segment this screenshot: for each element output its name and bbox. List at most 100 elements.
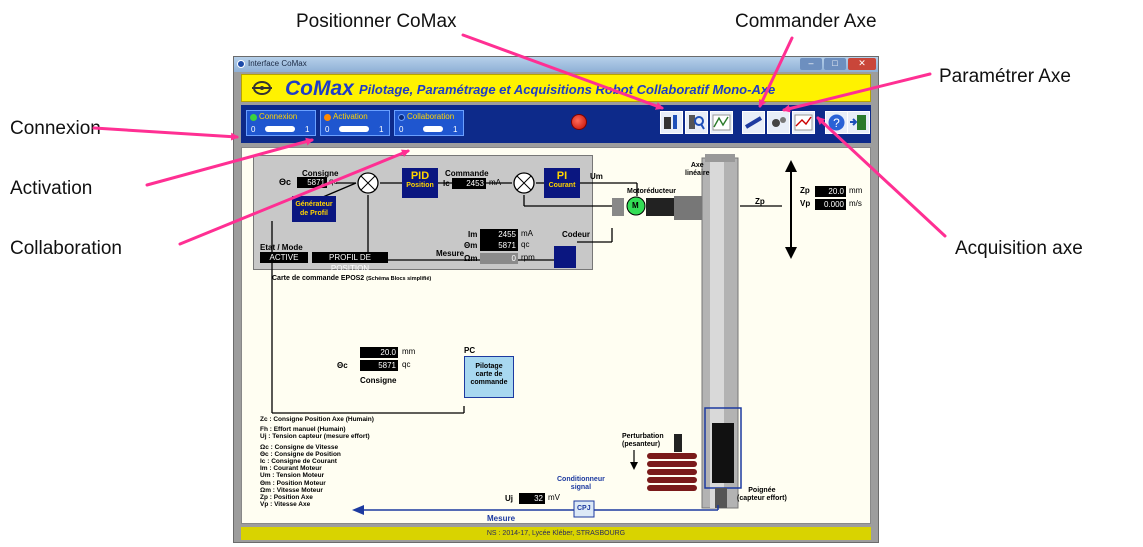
poignee-line1: Poignée — [748, 487, 776, 494]
pc-theta-unit: qc — [402, 360, 411, 369]
legend-item: Fh : Effort manuel (Humain) — [260, 426, 346, 434]
ic-value: 2453 — [452, 178, 486, 189]
pc-block-line1: Pilotage — [475, 363, 503, 370]
omega-m-label: Ωm — [464, 254, 478, 263]
perturbation-line1: Perturbation — [622, 433, 664, 440]
legend-item: Vp : Vitesse Axe — [260, 501, 311, 509]
etat-value: ACTIVE — [260, 252, 308, 263]
window-title: Interface CoMax — [248, 59, 307, 68]
commande-label: Commande — [445, 169, 489, 178]
title-bar: Interface CoMax – □ ✕ — [234, 57, 878, 72]
card-caption-small: (Schéma Blocs simplifié) — [366, 276, 432, 282]
legend-item: Um : Tension Moteur — [260, 472, 325, 480]
toggle-switch[interactable] — [339, 126, 369, 132]
callout-positionner: Positionner CoMax — [296, 11, 457, 32]
parametrer-axe-button[interactable] — [767, 111, 790, 134]
exit-door-icon — [850, 115, 866, 130]
exit-button[interactable] — [847, 111, 870, 134]
toggle-right-value: 1 — [305, 125, 310, 134]
codeur-label: Codeur — [562, 230, 590, 239]
zp-unit: mm — [849, 186, 863, 195]
pc-consigne-label: Consigne — [360, 376, 397, 385]
main-panel: Consigne Θc 5871 qc PID Position Command… — [241, 147, 871, 524]
axis-button[interactable] — [742, 111, 765, 134]
pi-subtitle: Courant — [548, 182, 576, 189]
motor-label: Motoréducteur — [627, 188, 676, 195]
pc-mm-unit: mm — [402, 347, 416, 356]
pc-mm-value: 20.0 — [360, 347, 398, 358]
profile-generator-block: Générateur de Profil — [292, 196, 336, 222]
conditionneur-label: Conditionneur signal — [557, 476, 605, 492]
axis-label-line1: Axe — [690, 162, 704, 169]
acquisition-axe-button[interactable] — [792, 111, 815, 134]
help-button[interactable]: ? — [825, 111, 848, 134]
card-caption: Carte de commande EPOS2 — [272, 275, 365, 282]
setup-button[interactable] — [685, 111, 708, 134]
help-icon: ? — [828, 114, 845, 131]
maximize-button[interactable]: □ — [824, 58, 846, 70]
legend-item: Ωc : Consigne de Vitesse — [260, 443, 339, 451]
positionner-comax-button[interactable] — [660, 111, 683, 134]
pid-subtitle: Position — [406, 182, 434, 189]
curve-icon — [712, 114, 731, 131]
uj-value: 32 — [519, 493, 545, 504]
axis-label-line2: linéaire — [685, 170, 710, 177]
legend-item: Zp : Position Axe — [260, 494, 313, 502]
toggle-left-value: 0 — [251, 125, 256, 134]
pid-block: PID Position — [402, 168, 438, 198]
im-value: 2455 — [480, 229, 518, 240]
motor-symbol: M — [632, 201, 639, 210]
app-icon — [237, 60, 245, 68]
poignee-line2: (capteur effort) — [737, 495, 787, 502]
theta-c-value: 5871 — [297, 177, 327, 188]
status-dot-icon — [324, 114, 331, 121]
generator-line1: Générateur — [295, 201, 333, 208]
im-unit: mA — [521, 229, 533, 238]
toggle-switch[interactable] — [423, 126, 443, 132]
theta-m-value: 5871 — [480, 240, 518, 251]
perturbation-line2: (pesanteur) — [622, 441, 661, 448]
mode-value: PROFIL DE POSITION — [312, 252, 388, 273]
legend: Zc : Consigne Position Axe (Humain) Fh :… — [260, 416, 374, 508]
legend-item: Ωm : Vitesse Moteur — [260, 486, 323, 494]
omega-m-value: 0 — [480, 253, 518, 264]
vp-label: Vp — [800, 199, 811, 208]
um-label: Um — [590, 172, 603, 181]
poignee-label: Poignée (capteur effort) — [737, 487, 787, 503]
zp-label: Zp — [800, 186, 810, 195]
mesure-label: Mesure — [436, 249, 465, 258]
block-diagram-wires — [271, 154, 797, 518]
app-subtitle: Pilotage, Paramétrage et Acquisitions Ro… — [359, 82, 776, 97]
commander-axe-button[interactable] — [710, 111, 733, 134]
im-label: Im — [468, 230, 478, 239]
axis-rod-icon — [744, 116, 763, 129]
pc-theta-label: Θc — [337, 361, 348, 370]
conditionneur-line2: signal — [570, 484, 592, 491]
omega-m-unit: rpm — [521, 253, 535, 262]
mode-connexion[interactable]: Connexion 0 1 — [246, 110, 316, 136]
comax-logo-icon — [252, 81, 272, 95]
epos2-caption: Carte de commande EPOS2 (Schéma Blocs si… — [272, 275, 431, 282]
mode-label: Activation — [333, 112, 368, 121]
legend-item: Zc : Consigne Position Axe (Humain) — [260, 416, 374, 423]
etat-mode-label: Etat / Mode — [260, 243, 303, 252]
mode-activation[interactable]: Activation 0 1 — [320, 110, 390, 136]
toggle-switch[interactable] — [265, 126, 295, 132]
acquisition-chart-icon — [794, 114, 813, 131]
gears-icon — [772, 117, 786, 127]
uj-unit: mV — [548, 493, 560, 502]
arrow-connexion — [92, 126, 239, 141]
legend-item: Uj : Tension capteur (mesure effort) — [260, 433, 370, 441]
generator-line2: de Profil — [299, 210, 328, 217]
mode-collaboration[interactable]: Collaboration 0 1 — [394, 110, 464, 136]
emergency-stop-button[interactable] — [571, 114, 587, 130]
toggle-right-value: 1 — [453, 125, 458, 134]
mode-label: Connexion — [259, 112, 298, 121]
theta-c-unit: qc — [329, 177, 338, 186]
legend-item: Im : Courant Moteur — [260, 465, 322, 473]
minimize-button[interactable]: – — [800, 58, 822, 70]
conditionneur-line1: Conditionneur — [557, 476, 605, 483]
vp-value: 0.000 — [815, 199, 846, 210]
magnifier-icon — [689, 115, 705, 130]
close-button[interactable]: ✕ — [848, 58, 876, 70]
